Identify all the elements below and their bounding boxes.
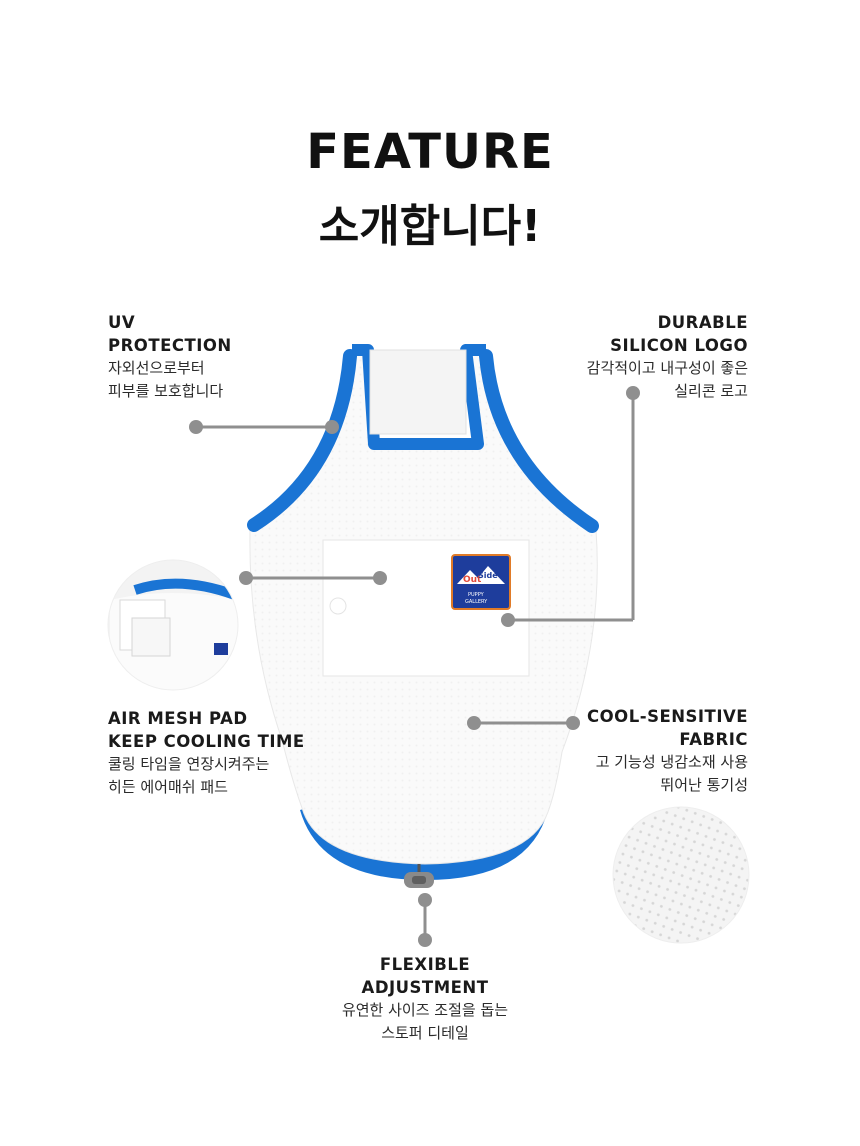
feature-pad-desc-2: 히든 에어매쉬 패드 <box>108 778 228 796</box>
feature-logo-desc-1: 감각적이고 내구성이 좋은 <box>586 359 748 377</box>
feature-fabric-heading-1: COOL-SENSITIVE <box>587 707 748 726</box>
patch-text-puppy: PUPPY <box>468 592 485 598</box>
patch-text-gallery: GALLERY <box>465 599 488 605</box>
feature-fabric-desc-2: 뛰어난 통기성 <box>660 776 748 794</box>
page-title: FEATURE <box>306 124 554 180</box>
feature-uv-protection: UV PROTECTION 자외선으로부터 피부를 보호합니다 <box>108 311 232 403</box>
feature-logo-desc-2: 실리콘 로고 <box>674 382 748 400</box>
feature-adjust-heading-2: ADJUSTMENT <box>361 978 489 997</box>
feature-logo-heading-2: SILICON LOGO <box>610 336 748 355</box>
page-subtitle: 소개합니다! <box>318 201 542 252</box>
feature-pad-heading-2: KEEP COOLING TIME <box>108 732 305 751</box>
feature-uv-heading-1: UV <box>108 313 136 332</box>
feature-pad-heading-1: AIR MESH PAD <box>108 709 248 728</box>
feature-fabric-desc-1: 고 기능성 냉감소재 사용 <box>595 753 748 771</box>
feature-uv-desc-2: 피부를 보호합니다 <box>108 382 224 400</box>
pad-detail-image <box>108 560 238 690</box>
patch-text-out: Out <box>463 575 482 585</box>
feature-silicon-logo: DURABLE SILICON LOGO 감각적이고 내구성이 좋은 실리콘 로… <box>488 311 748 403</box>
feature-adjust-desc-2: 스토퍼 디테일 <box>381 1024 469 1042</box>
feature-uv-desc-1: 자외선으로부터 <box>108 359 205 377</box>
feature-adjust-heading-1: FLEXIBLE <box>379 955 471 974</box>
feature-uv-heading-2: PROTECTION <box>108 336 232 355</box>
fabric-texture-image <box>613 807 749 943</box>
stopper-toggle <box>404 864 434 888</box>
feature-pad-desc-1: 쿨링 타임을 연장시켜주는 <box>108 755 270 773</box>
feature-air-mesh-pad: AIR MESH PAD KEEP COOLING TIME 쿨링 타임을 연장… <box>108 707 305 799</box>
feature-cool-fabric: COOL-SENSITIVE FABRIC 고 기능성 냉감소재 사용 뛰어난 … <box>488 705 748 797</box>
silicon-logo-patch: Out Side+ PUPPY GALLERY <box>451 554 511 610</box>
feature-flexible-adjustment: FLEXIBLE ADJUSTMENT 유연한 사이즈 조절을 돕는 스토퍼 디… <box>275 953 575 1045</box>
feature-adjust-desc-1: 유연한 사이즈 조절을 돕는 <box>341 1001 509 1019</box>
connector-lines <box>189 386 640 947</box>
patch-text-side: Side+ <box>478 571 504 580</box>
feature-logo-heading-1: DURABLE <box>657 313 748 332</box>
feature-fabric-heading-2: FABRIC <box>679 730 748 749</box>
